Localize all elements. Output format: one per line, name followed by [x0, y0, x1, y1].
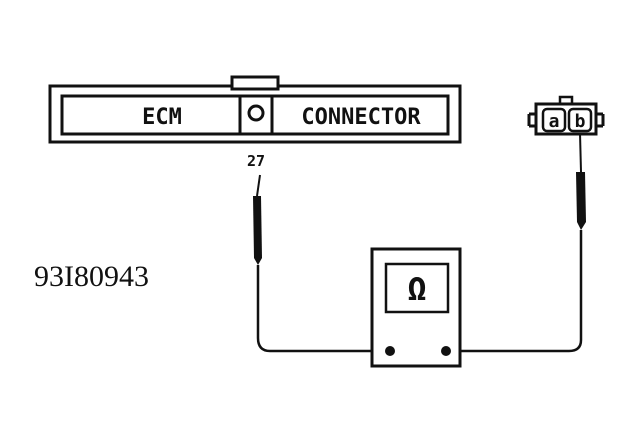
ohmmeter-terminal-negative [385, 346, 395, 356]
ecm-label: ECM [142, 105, 182, 130]
left-test-probe [253, 174, 262, 265]
ecm-connector-pin-hole [247, 104, 265, 122]
right-probe-handle [576, 172, 586, 230]
terminal-b-label: b [575, 111, 586, 132]
ohmmeter-terminal-positive [441, 346, 451, 356]
right-test-lead [448, 230, 583, 353]
terminal-a-label: a [549, 111, 560, 132]
figure-code: 93I80943 [34, 260, 149, 293]
ecm-connector: ECM CONNECTOR [48, 75, 462, 144]
left-probe-handle [253, 196, 262, 265]
connector-label: CONNECTOR [301, 105, 421, 130]
right-test-probe [576, 132, 586, 230]
ecm-connector-lock-tab [230, 75, 280, 91]
terminal-b-frame [567, 107, 593, 133]
right-probe-tip [579, 132, 582, 173]
ohm-symbol: Ω [407, 270, 426, 308]
ohmmeter: Ω [370, 247, 462, 368]
ohmmeter-display [384, 262, 450, 314]
left-probe-tip [256, 174, 261, 197]
terminal-a-frame [541, 107, 567, 133]
pin-number-label: 27 [247, 152, 265, 170]
left-test-lead [256, 265, 388, 353]
sensor-connector: a b [527, 95, 605, 136]
